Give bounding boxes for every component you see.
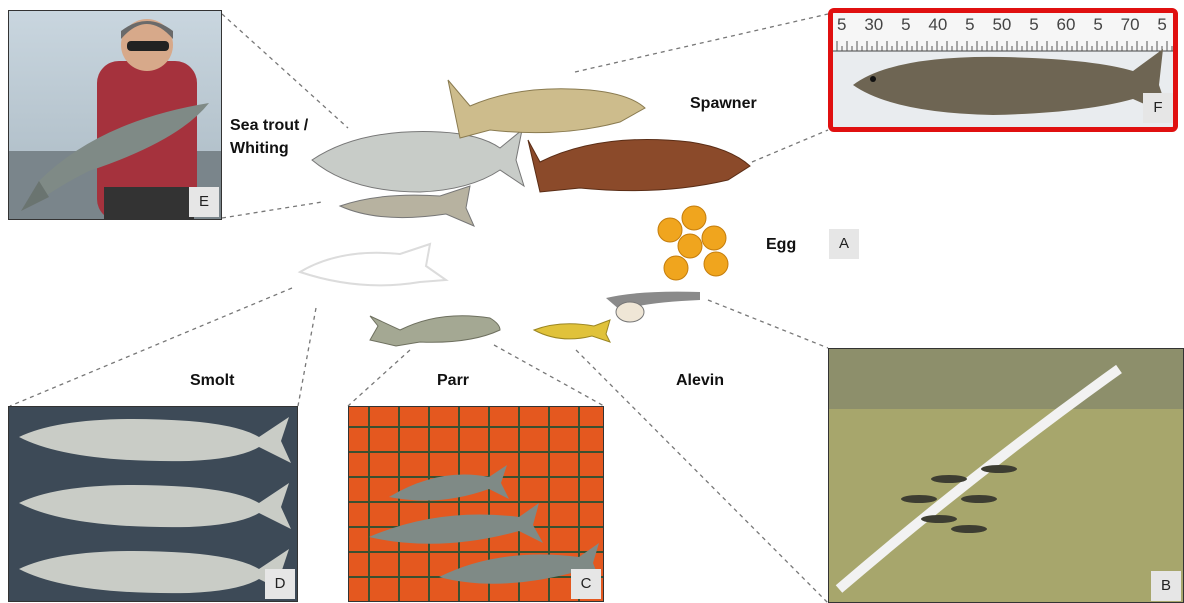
stage-label-alevin: Alevin [676,370,724,392]
panel-badge-a: A [829,229,859,259]
alevin-yolk-sac [616,302,644,322]
parr-illustration [370,316,500,346]
stage-label-smolt: Smolt [190,370,234,392]
fry-illustration [534,320,610,342]
stage-label-spawner: Spawner [690,93,757,115]
spawner-brown-illustration [528,140,750,193]
spawner-pale-illustration [448,80,645,138]
stage-label-sea-trout: Sea trout / [230,115,308,137]
smolt-outline-illustration [300,244,446,285]
stage-label-parr: Parr [437,370,469,392]
egg-cluster [658,206,728,280]
stage-label-whiting: Whiting [230,138,289,160]
stage-label-egg: Egg [766,234,796,256]
sea-trout-illustration [312,130,524,192]
